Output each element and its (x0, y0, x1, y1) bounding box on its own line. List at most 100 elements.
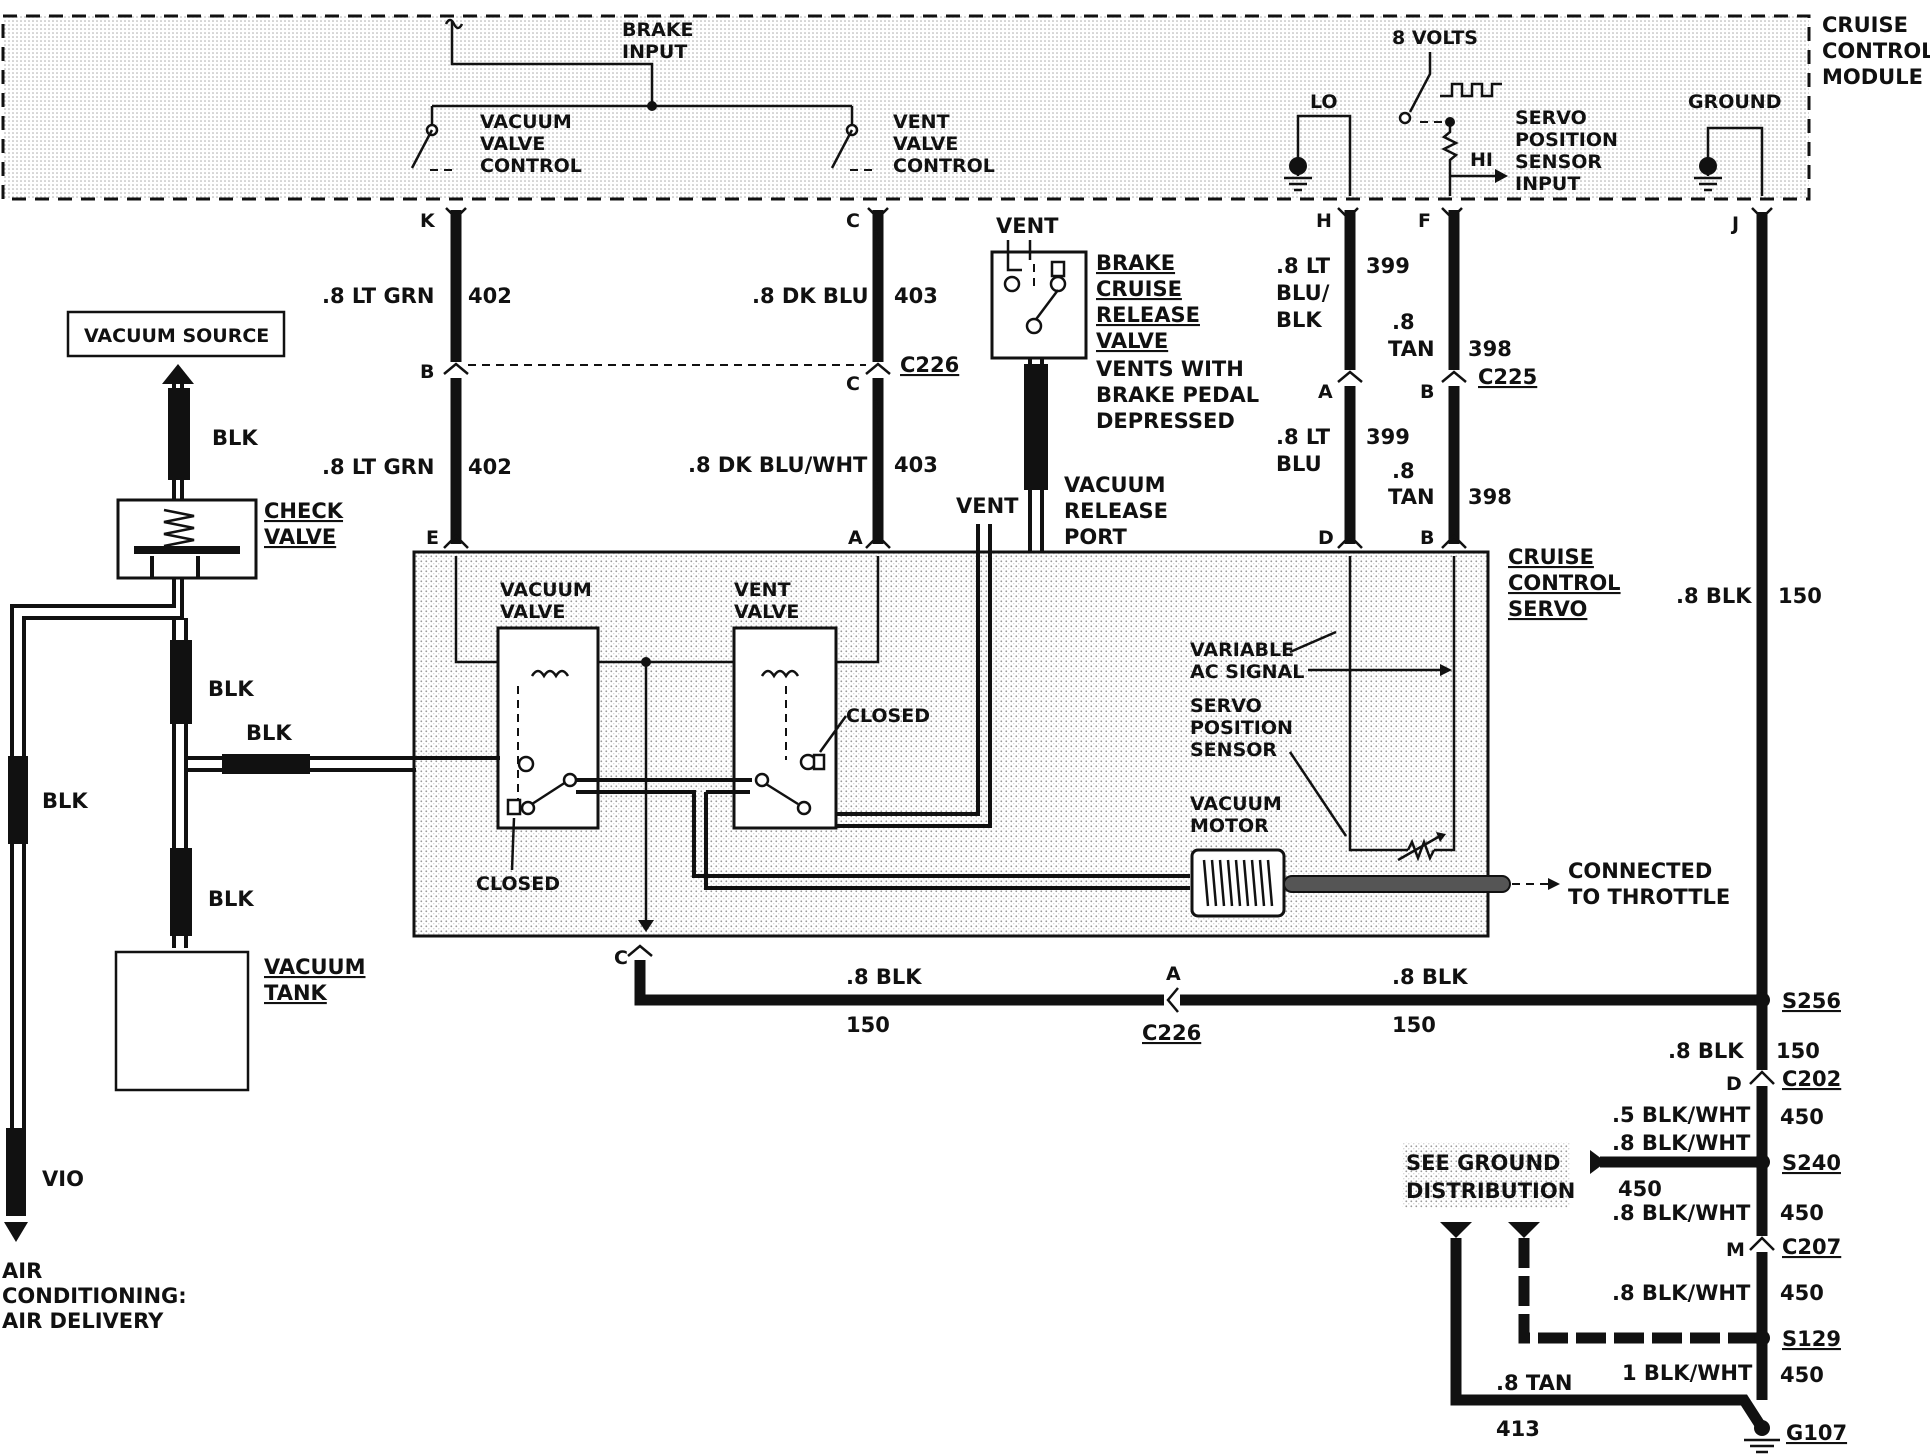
ground-line (1706, 126, 1764, 196)
servo-pin-icon (443, 534, 891, 549)
vent-valve-closed: CLOSED (846, 705, 930, 727)
vacuum-tank-2: TANK (264, 981, 328, 1005)
w399-top-2: BLU/ (1276, 281, 1330, 305)
arrow-right-icon (1440, 664, 1452, 676)
servo-sensor-1: SERVO (1515, 107, 1587, 129)
w402-top-label: .8 LT GRN (322, 284, 434, 308)
w450c-label: .8 BLK/WHT (1612, 1201, 1751, 1225)
brake-valve-name-3: RELEASE (1096, 303, 1200, 327)
variable-ac-2: AC SIGNAL (1190, 661, 1304, 683)
vacuum-release-2: RELEASE (1064, 499, 1168, 523)
valve-port (754, 772, 770, 788)
vent-switch-blade (830, 129, 854, 169)
conn-d-label: D (1318, 527, 1334, 549)
source-blk-label: BLK (212, 426, 258, 450)
servo-title-2: CONTROL (1508, 571, 1621, 595)
vacuum-tank-box (114, 950, 250, 1092)
ac-symbol-icon (444, 18, 464, 30)
w150-vert-label: .8 BLK (1676, 584, 1752, 608)
brake-valve-hose (1024, 364, 1048, 490)
vent-label: VENT (956, 494, 1019, 518)
vent-valve-label-2: VALVE (734, 601, 799, 623)
brake-valve-name-2: CRUISE (1096, 277, 1182, 301)
w413-label: .8 TAN (1496, 1371, 1572, 1395)
servo-pin-icon (1337, 534, 1467, 549)
valve-contact (1003, 275, 1021, 293)
conn-b-label: B (420, 361, 434, 383)
vent-valve-control-2: VALVE (893, 133, 958, 155)
arrow-right-icon (1548, 878, 1560, 890)
ground-icon (1699, 157, 1717, 175)
w402-top-number: 402 (468, 284, 512, 308)
ac-hose (10, 578, 184, 1128)
valve-seat (812, 753, 826, 771)
vacuum-valve-coil-icon (530, 669, 570, 679)
s240-label: S240 (1782, 1151, 1841, 1175)
w399-top-1: .8 LT (1276, 254, 1331, 278)
ground-symbol (1694, 176, 1722, 192)
check-valve-2: VALVE (264, 525, 336, 549)
throttle-label-2: TO THROTTLE (1568, 885, 1730, 909)
valve-contact (1049, 275, 1067, 293)
w399-bot-2: BLU (1276, 452, 1322, 476)
servo-sensor-4: INPUT (1515, 173, 1580, 195)
w150-right-label: .8 BLK (1392, 965, 1468, 989)
check-valve-port (150, 556, 200, 578)
c226-label: C226 (900, 353, 959, 377)
valve-flapper (531, 780, 567, 806)
valve-seat (506, 798, 522, 816)
sensor-label-2: POSITION (1190, 717, 1293, 739)
vacuum-motor-1: VACUUM (1190, 793, 1282, 815)
sensor-resistor-icon (1406, 838, 1436, 862)
motor-spring-icon (1202, 859, 1274, 907)
brake-valve-desc-2: BRAKE PEDAL (1096, 383, 1259, 407)
lo-label: LO (1310, 91, 1338, 113)
module-title-1: CRUISE (1822, 13, 1908, 37)
vacuum-valve-control-3: CONTROL (480, 155, 582, 177)
brake-valve-desc-3: DEPRESSED (1096, 409, 1235, 433)
module-title-3: MODULE (1822, 65, 1923, 89)
conn-a-150: A (1166, 963, 1181, 985)
resistor-icon (1441, 122, 1459, 196)
arrow-down-icon (1440, 1222, 1472, 1238)
connector-c226-icon (443, 362, 891, 375)
wire-stripe (874, 229, 882, 511)
w413-number: 413 (1496, 1417, 1540, 1441)
w450a-number: 450 (1780, 1105, 1824, 1129)
ac-label-3: AIR DELIVERY (2, 1309, 164, 1333)
vacuum-switch-blade (410, 129, 434, 169)
connector-c207-icon (1749, 1236, 1775, 1251)
w450a-label: .5 BLK/WHT (1612, 1103, 1751, 1127)
cruise-control-module: CRUISE CONTROL MODULE BRAKE INPUT VACUUM… (1, 13, 1930, 201)
vio-label: VIO (42, 1167, 84, 1191)
brake-input-label-1: BRAKE (622, 19, 694, 41)
conn-m-c207: M (1726, 1239, 1745, 1261)
brake-valve-name-4: VALVE (1096, 329, 1168, 353)
lo-line (1296, 114, 1352, 196)
leader-line (1288, 751, 1348, 837)
pin-k: K (420, 210, 436, 232)
pin-h: H (1316, 210, 1332, 232)
connector-c225-icon (1337, 370, 1467, 383)
sensor-label-1: SERVO (1190, 695, 1262, 717)
brake-valve-vent: VENT (996, 214, 1059, 238)
vent-valve-coil-icon (760, 669, 800, 679)
junction-dot (641, 657, 651, 667)
conn-c-label: C (846, 373, 860, 395)
w150-left-label: .8 BLK (846, 965, 922, 989)
arrow-left-icon (1590, 1150, 1606, 1174)
throttle-label-1: CONNECTED (1568, 859, 1712, 883)
valve-flapper (765, 782, 799, 806)
pin-f: F (1418, 210, 1431, 232)
w402-bot-number: 402 (468, 455, 512, 479)
source-hose-tube (168, 388, 190, 480)
valve-port (517, 755, 535, 773)
vacuum-valve-control-1: VACUUM (480, 111, 572, 133)
arrow-icon (1436, 832, 1446, 842)
c225-label: C225 (1478, 365, 1537, 389)
check-valve-plate (134, 546, 240, 554)
splice-s256 (1754, 992, 1770, 1008)
w399-bot-number: 399 (1366, 425, 1410, 449)
vio-hose-tube (6, 1128, 26, 1216)
